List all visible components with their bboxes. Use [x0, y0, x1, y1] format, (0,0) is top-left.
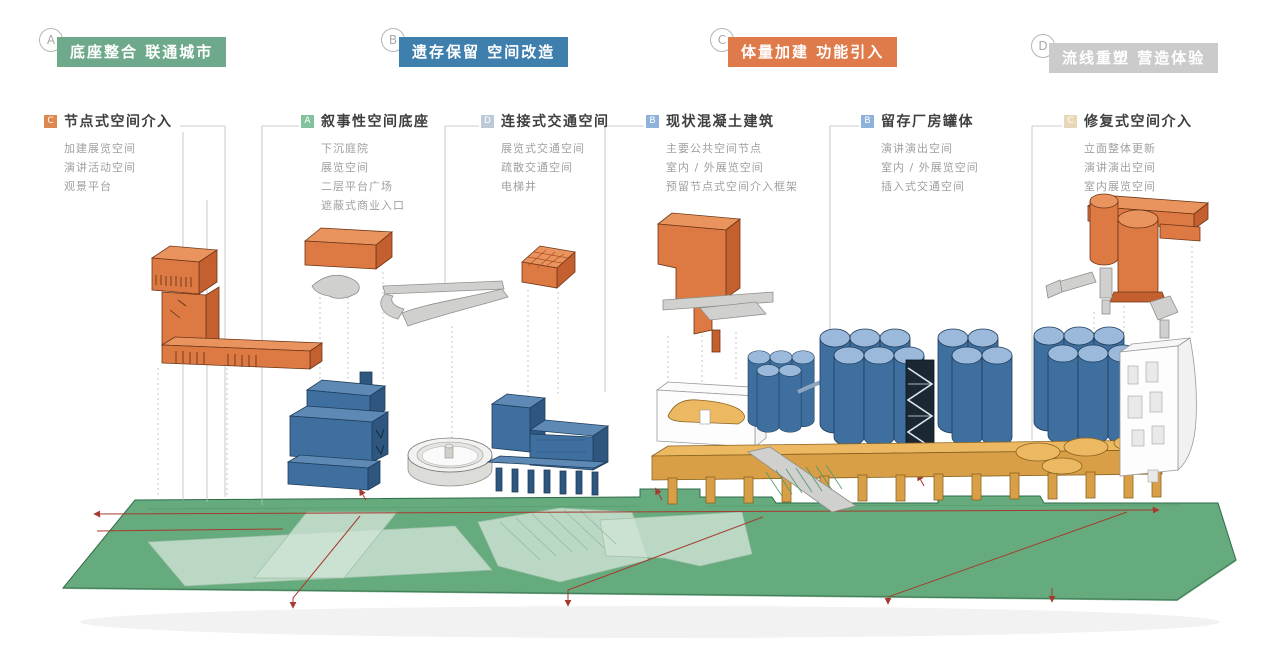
- curved-ribbon-walkway: [380, 280, 509, 327]
- column-item: 疏散交通空间: [501, 161, 573, 174]
- blue-building-podium: [286, 371, 390, 491]
- yellow-platform: [650, 434, 1180, 505]
- legend-d-box: 流线重塑 营造体验: [1049, 43, 1219, 73]
- green-hatch-patch: [765, 464, 843, 497]
- silo-gray-arms: [1045, 267, 1179, 339]
- blue-stilt-building: [486, 393, 610, 496]
- plaza-hatch-lines: [499, 509, 617, 561]
- circular-basin: [407, 437, 493, 487]
- facade-lines: [536, 439, 586, 453]
- plaza-band-center: [253, 511, 398, 579]
- column-retained-tanks: B 留存厂房罐体 演讲演出空间 室内 / 外展览空间 插入式交通空间: [861, 111, 979, 196]
- column-item: 预留节点式空间介入框架: [666, 180, 798, 193]
- column-icon: B: [646, 114, 659, 128]
- tank-footprint-ellipses: [1015, 434, 1155, 475]
- column-heading: 节点式空间介入: [64, 114, 173, 130]
- site-base-plate: [61, 488, 1237, 602]
- legend-c-box: 体量加建 功能引入: [728, 37, 898, 67]
- circulation-lines: [93, 473, 1160, 609]
- column-connective-circulation: D 连接式交通空间 展览式交通空间 疏散交通空间 电梯井: [481, 111, 610, 196]
- orange-silo-assembly: [1045, 193, 1210, 339]
- column-item: 室内 / 外展览空间: [881, 161, 979, 174]
- column-item: 二层平台广场: [321, 180, 393, 193]
- column-existing-concrete: B 现状混凝土建筑 主要公共空间节点 室内 / 外展览空间 预留节点式空间介入框…: [646, 111, 798, 196]
- explode-guide-dotted-lines: [157, 246, 1193, 498]
- stilt-legs: [495, 467, 599, 496]
- white-building-windows: [1127, 361, 1165, 483]
- column-heading: 留存厂房罐体: [881, 114, 974, 130]
- column-icon: D: [481, 114, 494, 128]
- orange-floating-box: [303, 227, 394, 270]
- facade-marks: [375, 428, 385, 456]
- column-item: 主要公共空间节点: [666, 142, 762, 155]
- column-item: 下沉庭院: [321, 142, 369, 155]
- column-item: 观景平台: [64, 180, 112, 193]
- orange-hopper-building: [656, 212, 774, 353]
- column-item: 电梯井: [501, 180, 537, 193]
- gray-twist-walkway: [311, 274, 360, 299]
- column-item: 立面整体更新: [1084, 142, 1156, 155]
- column-node-intervention: C 节点式空间介入 加建展览空间 演讲活动空间 观景平台: [44, 111, 173, 196]
- column-icon: B: [861, 114, 874, 128]
- column-icon: A: [301, 114, 314, 128]
- column-restorative-intervention: C 修复式空间介入 立面整体更新 演讲演出空间 室内展览空间: [1064, 111, 1193, 196]
- column-heading: 修复式空间介入: [1084, 114, 1193, 130]
- column-item: 展览空间: [321, 161, 369, 174]
- large-tank-cluster: [819, 326, 1139, 447]
- column-item: 遮蔽式商业入口: [321, 199, 405, 212]
- column-item: 室内展览空间: [1084, 180, 1156, 193]
- column-item: 展览式交通空间: [501, 142, 585, 155]
- grid-roof-lines: [527, 249, 569, 269]
- column-item: 演讲活动空间: [64, 161, 136, 174]
- column-heading: 连接式交通空间: [501, 114, 610, 130]
- column-icon: C: [1064, 114, 1077, 128]
- label-connector-lines: [180, 125, 1062, 505]
- legend-b-box: 遗存保留 空间改造: [399, 37, 569, 67]
- column-item: 演讲演出空间: [881, 142, 953, 155]
- window-strips: [155, 275, 257, 367]
- column-heading: 现状混凝土建筑: [666, 114, 775, 130]
- orange-grid-pavilion: [521, 245, 576, 289]
- column-icon: C: [44, 114, 57, 128]
- hopper-walkway: [662, 291, 774, 311]
- orange-node-building: [150, 245, 324, 370]
- plaza-step: [599, 511, 753, 567]
- column-item: 演讲演出空间: [1084, 161, 1156, 174]
- ground-shadow: [80, 606, 1220, 638]
- gray-ramp: [747, 446, 857, 513]
- legend-a-box: 底座整合 联通城市: [57, 37, 227, 67]
- column-item: 插入式交通空间: [881, 180, 965, 193]
- column-narrative-podium: A 叙事性空间底座 下沉庭院 展览空间 二层平台广场 遮蔽式商业入口: [301, 111, 430, 215]
- white-building: [1119, 337, 1197, 483]
- column-item: 室内 / 外展览空间: [666, 161, 764, 174]
- column-heading: 叙事性空间底座: [321, 114, 430, 130]
- column-item: 加建展览空间: [64, 142, 136, 155]
